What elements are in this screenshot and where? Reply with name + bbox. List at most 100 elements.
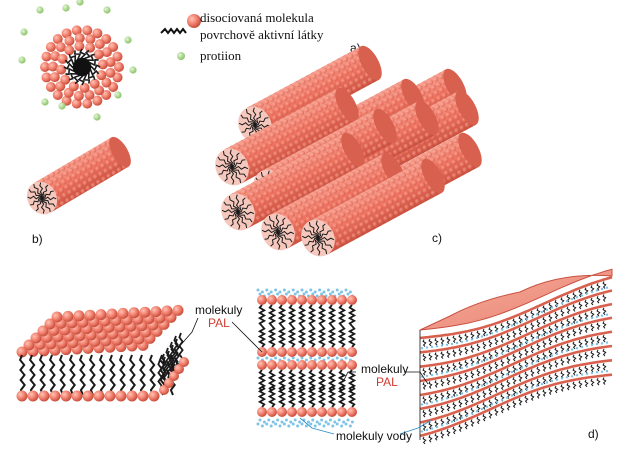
head-bead xyxy=(45,41,56,52)
water-molecule xyxy=(265,422,269,426)
tail-chain xyxy=(317,369,327,392)
water-molecule xyxy=(475,386,479,389)
tail-chain xyxy=(482,354,487,362)
tail-chain xyxy=(572,304,577,312)
tail-chain xyxy=(30,197,43,206)
tail-chain xyxy=(542,389,547,397)
head-bead xyxy=(112,72,123,83)
tail-chain xyxy=(470,419,475,427)
water-molecule xyxy=(450,420,454,423)
tail-chain xyxy=(428,395,433,403)
head-row xyxy=(419,276,613,340)
tail-chain xyxy=(548,314,553,322)
water-molecule xyxy=(535,336,539,339)
head-bead xyxy=(101,77,112,88)
tail-chain xyxy=(566,356,571,364)
head-bead xyxy=(137,390,149,402)
tail-chain xyxy=(554,385,559,394)
tail-chain xyxy=(560,384,565,392)
tail-chain xyxy=(428,434,433,443)
tail-chain xyxy=(257,304,267,327)
head-bead xyxy=(82,98,93,109)
tail-chain xyxy=(464,372,469,381)
tail-chain xyxy=(542,376,547,385)
tail-chain xyxy=(217,156,233,168)
tail-chain xyxy=(596,335,601,344)
water-molecule xyxy=(475,336,479,340)
water-molecule xyxy=(335,422,339,426)
water-molecule xyxy=(293,292,297,296)
water-molecule xyxy=(545,356,549,359)
head-row xyxy=(419,316,613,383)
water-molecule xyxy=(320,418,324,422)
head-bead xyxy=(307,360,317,370)
water-molecule xyxy=(575,296,579,299)
water-molecule xyxy=(585,318,589,321)
tail-chain xyxy=(422,353,427,362)
head-bead xyxy=(79,82,90,93)
water-molecule xyxy=(455,418,459,421)
water-molecule xyxy=(302,292,306,296)
cylinder-far-end xyxy=(373,108,397,144)
tail-chain xyxy=(277,231,293,243)
tail-chain xyxy=(596,283,601,291)
counterion xyxy=(41,98,49,106)
tail-chain xyxy=(257,385,267,408)
cylinder-end-face xyxy=(301,219,335,257)
cylinder-beads xyxy=(245,46,380,142)
water-molecule xyxy=(515,368,519,372)
tail-chain xyxy=(536,342,541,351)
tail-chain xyxy=(347,369,357,392)
tail-chain xyxy=(548,349,553,358)
tail-chain xyxy=(458,387,463,395)
tail-chain xyxy=(602,348,607,357)
water-molecule xyxy=(485,333,489,337)
tail-chain xyxy=(308,221,319,239)
cylinder xyxy=(26,136,131,215)
water-molecule xyxy=(580,345,584,349)
tail-chain xyxy=(230,166,235,185)
head-bead xyxy=(347,347,357,357)
head-bead xyxy=(267,360,277,370)
tail-chain xyxy=(317,236,335,241)
head-bead xyxy=(45,82,56,93)
tail-chain xyxy=(446,377,451,386)
tail-chain xyxy=(224,211,239,220)
water-molecule xyxy=(470,412,474,415)
tail-chain xyxy=(476,416,481,425)
tail-chain xyxy=(215,164,233,169)
tail-chain xyxy=(237,211,248,229)
tail-chain xyxy=(518,397,523,406)
cylinder xyxy=(221,132,365,231)
tail-chain xyxy=(488,376,493,384)
water-molecule xyxy=(600,342,604,345)
tail-chain xyxy=(231,159,246,168)
tail-chain xyxy=(337,325,347,348)
tail-chain xyxy=(347,325,357,348)
panel-label-a: a) xyxy=(350,41,361,55)
counterion xyxy=(18,56,26,64)
tail-chain xyxy=(518,351,523,359)
water-molecule xyxy=(300,288,304,292)
tail-chain xyxy=(476,368,481,377)
tail-chain xyxy=(317,304,327,327)
tail-chain xyxy=(257,369,267,392)
head-bead xyxy=(38,390,50,402)
water-molecule xyxy=(304,290,308,294)
cylinder-far-end xyxy=(415,100,439,136)
tail-chain xyxy=(518,339,523,348)
tail-chain xyxy=(458,399,463,408)
tail-chain xyxy=(297,385,307,408)
tail-chain xyxy=(560,358,565,366)
tail-chain xyxy=(494,337,499,346)
counterion xyxy=(124,36,132,44)
water-molecule xyxy=(420,430,424,433)
water-molecule xyxy=(495,377,499,381)
water-molecule xyxy=(284,292,288,296)
panel-label-b: b) xyxy=(32,232,43,246)
head-bead xyxy=(73,90,84,101)
tail-chain xyxy=(530,322,535,330)
tail-chain xyxy=(317,237,333,249)
tail-chain xyxy=(222,150,233,168)
tail-chain xyxy=(39,182,44,199)
